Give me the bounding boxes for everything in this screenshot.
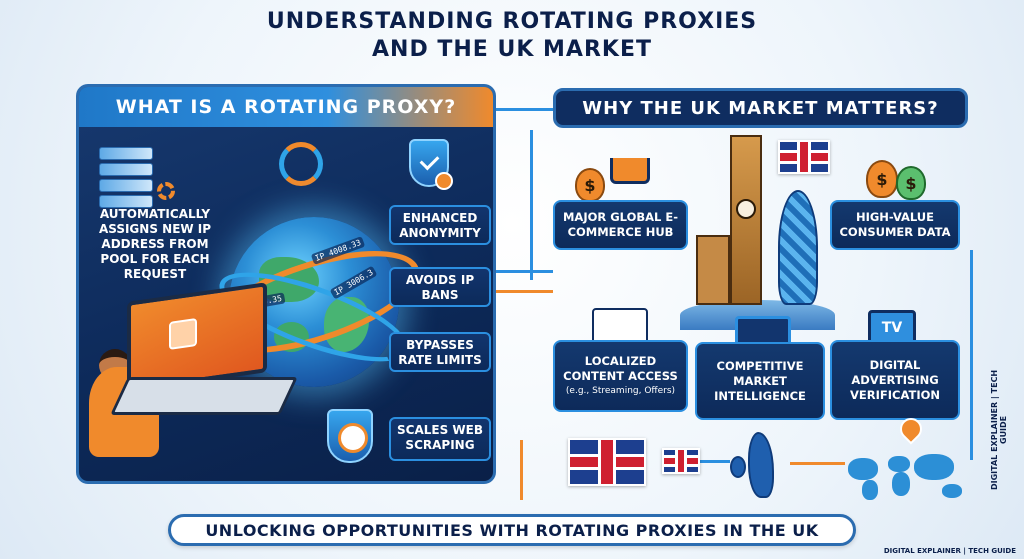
card-competitive-intelligence: COMPETITIVE MARKET INTELLIGENCE [695, 342, 825, 420]
footer-credit: DIGITAL EXPLAINER | TECH GUIDE [883, 547, 1016, 555]
side-credit: DIGITAL EXPLAINER | TECH GUIDE [990, 369, 1008, 491]
connector-line [530, 130, 533, 280]
uk-flag-icon [662, 448, 700, 474]
server-icon [99, 147, 153, 211]
bottom-banner: UNLOCKING OPPORTUNITIES WITH ROTATING PR… [168, 514, 856, 546]
refresh-icon [279, 142, 323, 186]
connector-line [496, 108, 553, 111]
money-bag-icon: $ [866, 160, 898, 198]
uk-market-heading: WHY THE UK MARKET MATTERS? [553, 88, 968, 128]
connector-line [496, 290, 553, 293]
benefit-avoids-ip-bans: AVOIDS IP BANS [389, 267, 491, 307]
shopping-cart-icon [610, 158, 650, 184]
card-localized-sublabel: (e.g., Streaming, Offers) [565, 385, 676, 396]
card-localized-content: LOCALIZED CONTENT ACCESS (e.g., Streamin… [553, 340, 688, 412]
card-consumer-data: HIGH-VALUE CONSUMER DATA [830, 200, 960, 250]
uk-map-icon [730, 432, 780, 502]
connector-line [496, 270, 553, 273]
user-avatar-icon [169, 318, 197, 350]
proxy-description: AUTOMATICALLY ASSIGNS NEW IP ADDRESS FRO… [98, 207, 212, 281]
benefit-enhanced-anonymity: ENHANCED ANONYMITY [389, 205, 491, 245]
benefit-bypasses-rate-limits: BYPASSES RATE LIMITS [389, 332, 491, 372]
benefit-scales-web-scraping: SCALES WEB SCRAPING [389, 417, 491, 461]
connector-line [970, 250, 973, 460]
title-line-1: UNDERSTANDING ROTATING PROXIES [266, 9, 758, 34]
card-advertising-verification: DIGITAL ADVERTISING VERIFICATION [830, 340, 960, 420]
card-ecommerce-hub: MAJOR GLOBAL E-COMMERCE HUB [553, 200, 688, 250]
laptop-keyboard-icon [110, 377, 298, 415]
uk-flag-icon [778, 140, 830, 174]
page-title: UNDERSTANDING ROTATING PROXIES AND THE U… [0, 8, 1024, 64]
london-skyline-illustration [680, 135, 835, 330]
uk-flag-icon [568, 438, 646, 486]
connector-line [520, 440, 523, 500]
money-bag-icon: $ [896, 166, 926, 200]
title-line-2: AND THE UK MARKET [372, 37, 652, 62]
connector-line [700, 460, 730, 463]
card-ecommerce-label: MAJOR GLOBAL E-COMMERCE HUB [562, 210, 679, 239]
card-competitive-label: COMPETITIVE MARKET INTELLIGENCE [714, 358, 806, 403]
world-map-icon [848, 452, 966, 502]
big-ben-icon [730, 135, 762, 305]
clock-shield-icon [327, 409, 373, 463]
card-localized-label: LOCALIZED CONTENT ACCESS [563, 353, 678, 383]
rotating-proxy-heading: WHAT IS A ROTATING PROXY? [79, 87, 493, 127]
money-bag-icon: $ [575, 168, 605, 202]
gherkin-building-icon [778, 190, 818, 305]
card-consumer-data-label: HIGH-VALUE CONSUMER DATA [839, 210, 951, 239]
laptop-icon [127, 282, 267, 392]
connector-line [790, 462, 845, 465]
gear-icon [157, 182, 175, 200]
card-advertising-label: DIGITAL ADVERTISING VERIFICATION [850, 357, 940, 402]
clock-icon [435, 172, 453, 190]
rotating-proxy-panel: WHAT IS A ROTATING PROXY? AUTOMATICALLY … [76, 84, 496, 484]
